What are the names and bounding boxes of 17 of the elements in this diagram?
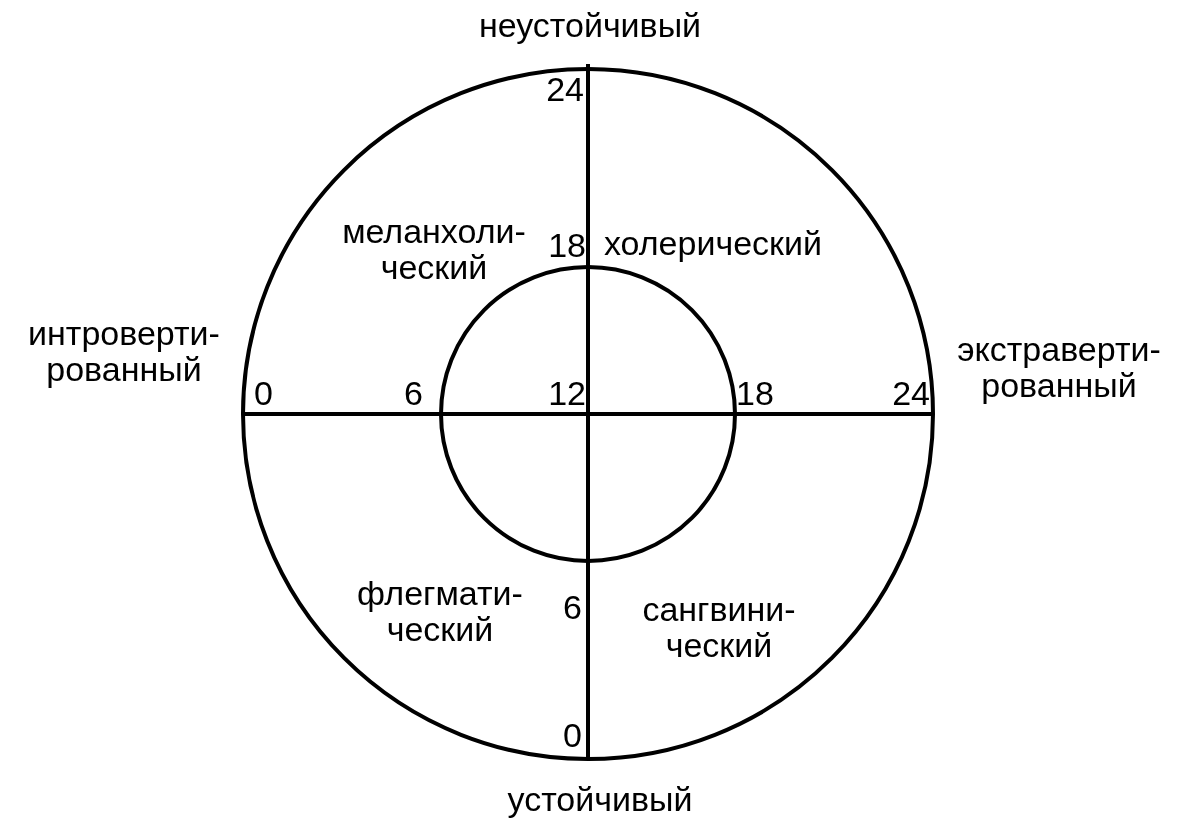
tick-label: 6 — [562, 590, 582, 626]
quadrant-label: флегмати-ческий — [356, 576, 524, 648]
tick-label: 12 — [547, 376, 586, 412]
axis-label: интроверти-рованный — [27, 316, 221, 388]
quadrant-label: сангвини-ческий — [641, 592, 797, 664]
quadrant-label: холерический — [604, 226, 823, 262]
tick-label: 24 — [545, 72, 584, 108]
tick-label: 18 — [736, 376, 775, 412]
axis-label: экстраверти-рованный — [956, 332, 1162, 404]
tick-label: 0 — [254, 376, 274, 412]
axis-label: неустойчивый — [477, 8, 703, 44]
axis-label: устойчивый — [506, 782, 694, 818]
tick-label: 6 — [404, 376, 424, 412]
tick-label: 24 — [891, 376, 930, 412]
tick-label: 0 — [562, 718, 582, 754]
tick-label: 18 — [547, 228, 586, 264]
quadrant-label: меланхоли-ческий — [341, 214, 527, 286]
